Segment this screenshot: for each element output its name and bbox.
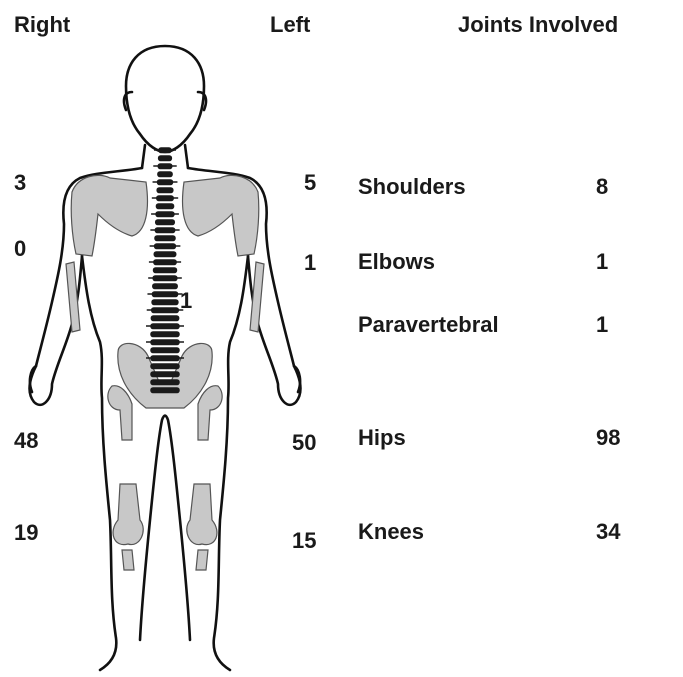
knees-left-count: 15 [292, 530, 316, 552]
joint-total-hips: 98 [596, 427, 620, 449]
joint-label-paravertebral: Paravertebral [358, 314, 499, 336]
joint-label-knees: Knees [358, 521, 424, 543]
vertebra [154, 252, 175, 257]
shoulders-left-count: 5 [304, 172, 316, 194]
vertebra [156, 204, 173, 209]
vertebra [153, 284, 177, 289]
elbows-right-count: 0 [14, 238, 26, 260]
vertebra [152, 300, 178, 305]
inner-legs-outline [140, 416, 190, 641]
joint-total-elbows: 1 [596, 251, 608, 273]
head-outline [126, 46, 204, 152]
right-knee-bone [113, 484, 143, 545]
joint-total-knees: 34 [596, 521, 620, 543]
joint-label-shoulders: Shoulders [358, 176, 466, 198]
left-shoulder-bone [183, 175, 259, 256]
spine-bone [146, 148, 184, 393]
vertebra [154, 268, 177, 273]
joint-label-hips: Hips [358, 427, 406, 449]
shoulders-right-count: 3 [14, 172, 26, 194]
vertebra [151, 364, 179, 369]
hips-right-count: 48 [14, 430, 38, 452]
elbows-left-count: 1 [304, 252, 316, 274]
vertebra [156, 220, 175, 225]
vertebra [158, 172, 172, 177]
vertebra [159, 156, 172, 161]
left-knee-bone [187, 484, 217, 545]
joint-total-paravertebral: 1 [596, 314, 608, 336]
vertebra [151, 380, 179, 385]
vertebra [157, 188, 173, 193]
vertebra [151, 372, 179, 377]
vertebra [151, 316, 178, 321]
right-shoulder-bone [71, 175, 147, 256]
vertebra [151, 332, 179, 337]
paravertebral-count: 1 [180, 290, 192, 312]
knees-right-count: 19 [14, 522, 38, 544]
joint-label-elbows: Elbows [358, 251, 435, 273]
vertebra [151, 348, 179, 353]
vertebra [151, 388, 179, 393]
joint-total-shoulders: 8 [596, 176, 608, 198]
hips-left-count: 50 [292, 432, 316, 454]
vertebra [155, 236, 175, 241]
